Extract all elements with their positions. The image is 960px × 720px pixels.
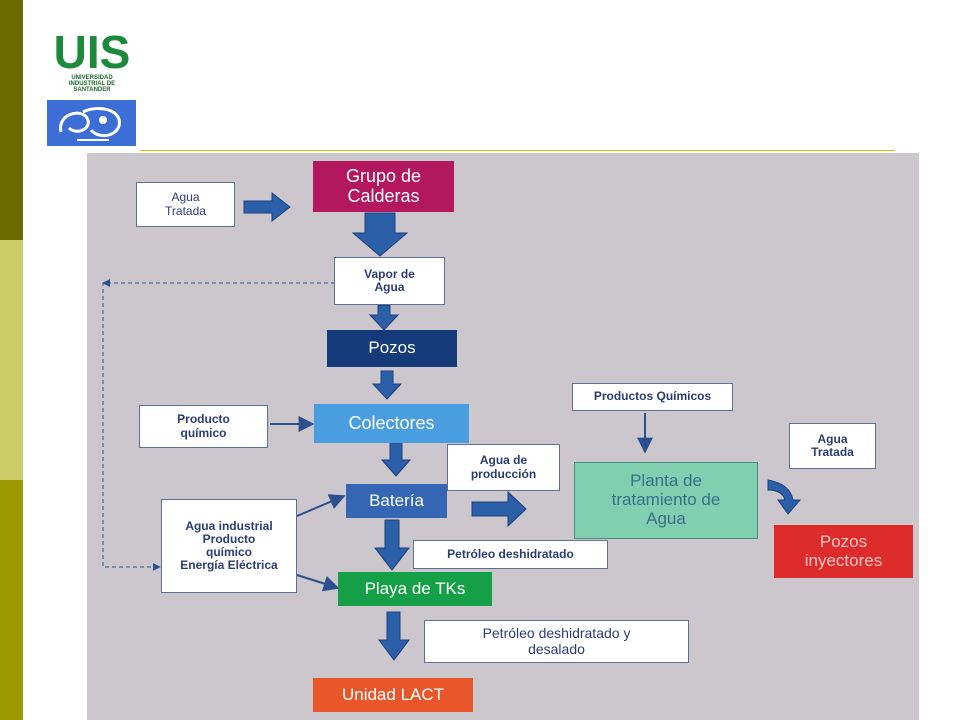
sidebar-stripe-olive [0,480,23,720]
insumos-box: Agua industrial Producto químico Energía… [161,499,297,593]
sidebar-stripe-light [0,240,23,480]
school-emblem-logo [47,100,136,146]
sidebar-stripe-dark [0,0,23,240]
planta-tratamiento-box: Planta de tratamiento de Agua [574,462,758,539]
arrow-insumos-to-playa [296,574,340,592]
svg-text:UNIVERSIDAD: UNIVERSIDAD [71,75,113,81]
vapor-agua-box: Vapor de Agua [334,257,445,305]
svg-text:INDUSTRIAL DE: INDUSTRIAL DE [69,81,115,87]
grupo-calderas-box: Grupo de Calderas [313,161,454,212]
arrow-insumos-to-bateria [296,494,346,517]
arrow-calderas-to-vapor [351,212,409,257]
pozos-box: Pozos [327,330,457,367]
petroleo-deshidratado-box: Petróleo deshidratado [413,540,608,569]
arrow-playa-to-lact [378,611,410,661]
agua-tratada-output-box: Agua Tratada [789,423,876,469]
arrow-bateria-to-playa [373,519,411,571]
bateria-box: Batería [346,484,447,518]
arrow-agua-to-calderas [243,191,291,223]
uis-logo: UIS UNIVERSIDAD INDUSTRIAL DE SANTANDER [52,20,132,95]
arrow-vapor-to-pozos [368,304,400,331]
agua-tratada-input-box: Agua Tratada [136,182,235,227]
header-divider-line [140,150,895,151]
agua-produccion-box: Agua de producción [447,444,560,491]
arrow-planta-to-inyectores [767,479,802,515]
pozos-inyectores-box: Pozos inyectores [774,525,913,578]
dashed-connector-vapor-to-insumos [102,282,335,571]
productos-quimicos-box: Productos Químicos [572,383,733,411]
unidad-lact-box: Unidad LACT [313,678,473,712]
producto-quimico-box: Producto químico [139,405,268,448]
arrow-colectores-to-bateria [380,442,412,477]
arrow-pozos-to-colectores [371,370,403,400]
petroleo-desalado-box: Petróleo deshidratado y desalado [424,620,689,663]
colectores-box: Colectores [314,404,469,443]
svg-text:SANTANDER: SANTANDER [73,87,111,93]
playa-tks-box: Playa de TKs [338,572,492,606]
arrow-bateria-to-planta [471,490,527,528]
uis-logo-text: UIS [54,26,131,78]
